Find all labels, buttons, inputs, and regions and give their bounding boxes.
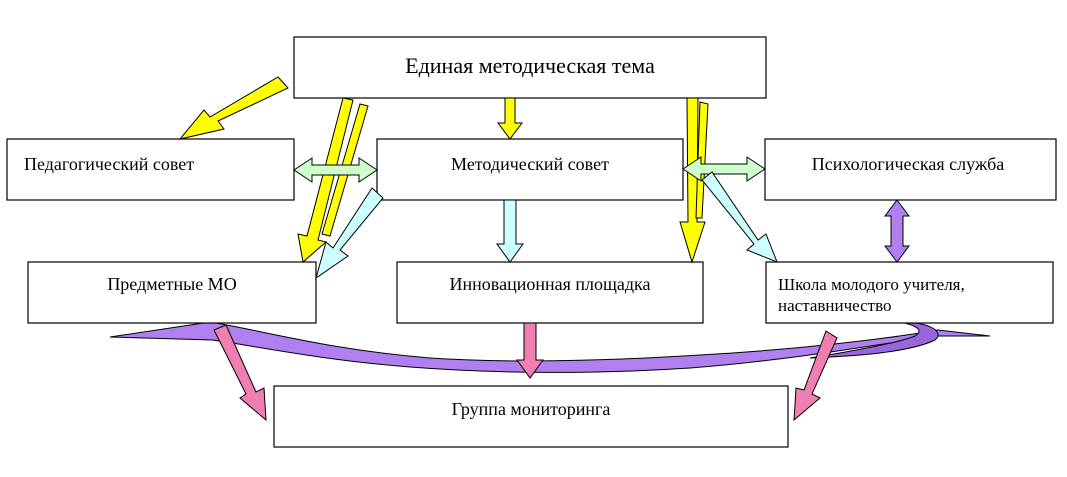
- label-psych-service: Психологическая служба: [812, 154, 1005, 174]
- arrow-psych-young-teacher-bidirectional: [884, 199, 910, 263]
- arrow-theme-to-innovation: [679, 97, 706, 264]
- label-method-council: Методический совет: [451, 154, 609, 174]
- purple-curve-right-lobe: [809, 321, 939, 359]
- label-main-theme: Единая методическая тема: [405, 53, 655, 78]
- yellow-arrows: [178, 76, 709, 264]
- arrow-method-to-young-teacher: [701, 171, 778, 263]
- purple-curve-left-wing: [109, 321, 991, 373]
- label-young-teacher-line2: наставничество: [778, 296, 892, 315]
- box-psych-service: [764, 138, 1057, 201]
- box-young-teacher: [765, 261, 1054, 324]
- purple-double-arrow: [884, 199, 910, 263]
- arrow-method-to-innovation: [496, 199, 524, 263]
- box-monitoring: [273, 385, 789, 448]
- label-young-teacher-line1: Школа молодого учителя,: [778, 275, 965, 294]
- box-subject-mo: [27, 261, 317, 324]
- label-innovation: Инновационная площадка: [450, 274, 651, 294]
- arrow-young-teacher-to-monitoring: [793, 330, 838, 422]
- label-subject-mo: Предметные МО: [107, 274, 236, 294]
- purple-curve-band: [109, 321, 991, 373]
- arrow-theme-to-method-council: [497, 97, 523, 140]
- arrow-ped-method-bidirectional: [293, 157, 378, 183]
- green-double-arrows: [293, 156, 766, 183]
- label-ped-council: Педагогический совет: [24, 154, 194, 174]
- pink-arrows: [213, 322, 838, 422]
- box-method-council: [376, 138, 684, 201]
- arrow-innovation-to-monitoring: [516, 322, 544, 379]
- box-main-theme: [293, 36, 767, 99]
- arrow-method-to-subject-mo: [315, 187, 384, 280]
- arrow-theme-to-innovation-b: [695, 101, 709, 219]
- arrow-theme-to-ped-council: [178, 76, 289, 140]
- box-innovation: [396, 261, 704, 324]
- cyan-arrows: [315, 171, 778, 280]
- arrow-theme-to-subject-mo-a: [297, 97, 354, 263]
- arrow-subject-mo-to-monitoring: [213, 324, 267, 422]
- arrow-method-psych-bidirectional: [682, 156, 766, 182]
- label-monitoring: Группа мониторинга: [452, 399, 611, 419]
